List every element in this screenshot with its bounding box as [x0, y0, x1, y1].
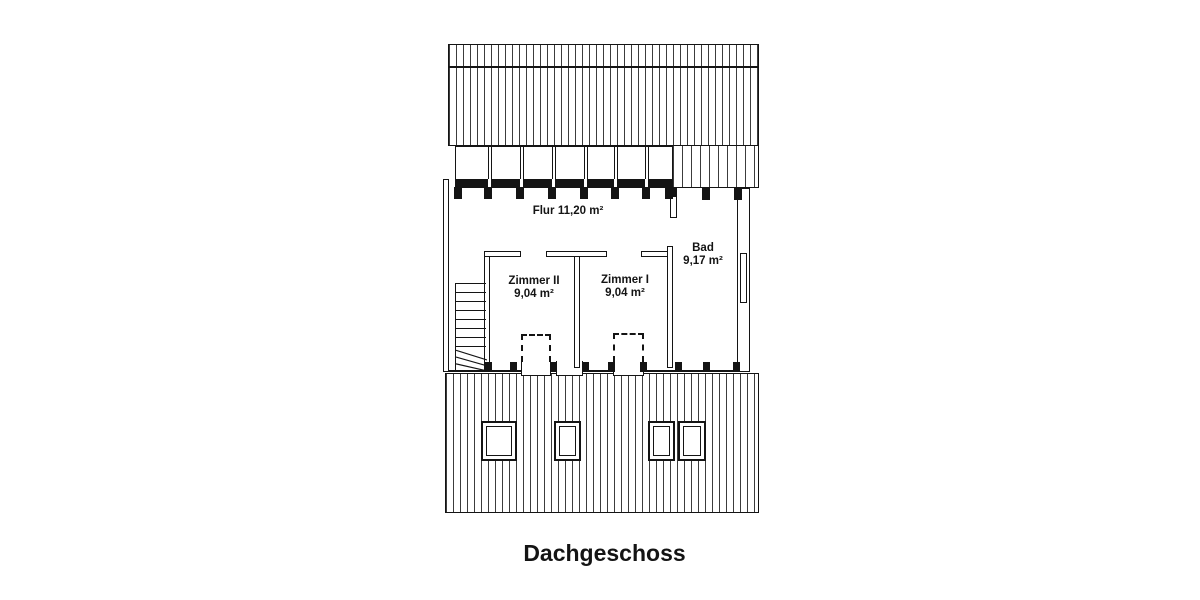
glazing-mullion: [645, 147, 649, 180]
room-area: 9,04 m²: [514, 288, 554, 300]
room-name: Flur: [532, 205, 555, 217]
wall-post: [608, 362, 615, 372]
skylight-frame: [683, 426, 701, 456]
wall-post: [703, 362, 710, 372]
roof-window-outline-dashed: [521, 334, 551, 362]
glazing-mullion: [520, 147, 524, 180]
wall-west: [443, 179, 449, 372]
room-area: 11,20 m²: [557, 205, 604, 217]
wall-post: [548, 187, 556, 199]
skylight-window: [554, 421, 581, 461]
room-label-bad: Bad 9,17 m²: [643, 242, 763, 268]
ridge-purlin-line: [448, 66, 759, 68]
roof-window-outline-dashed: [613, 333, 644, 362]
room-area: 9,17 m²: [683, 255, 723, 267]
wall-bar-joint: [552, 179, 555, 188]
wall-post: [516, 187, 524, 199]
glazing-mullion: [614, 147, 618, 180]
wall-bar-joint: [614, 179, 617, 188]
wall-post: [611, 187, 619, 199]
plan-title: Dachgeschoss: [523, 540, 686, 566]
wall-post: [510, 362, 517, 372]
skylight-window: [678, 421, 706, 461]
wall-post: [484, 187, 492, 199]
room-name: Bad: [692, 242, 714, 254]
skylight-frame: [559, 426, 576, 456]
wall-post: [582, 362, 589, 372]
skylight-window: [648, 421, 675, 461]
wall-zimmer1-bad: [667, 246, 673, 368]
wall-post: [640, 362, 647, 372]
wall-south: [588, 370, 614, 372]
glazing-band: [455, 146, 673, 180]
stairs-treads: [455, 283, 486, 347]
wall-bar-joint: [488, 179, 491, 188]
wall-post: [734, 188, 742, 200]
roof-hatch-top: [448, 44, 759, 146]
wall-north-bar: [455, 179, 673, 188]
bad-window: [740, 253, 747, 303]
glazing-mullion: [552, 147, 556, 180]
glazing-mullion: [584, 147, 588, 180]
wall-south: [643, 370, 750, 372]
wall-zimmer1-north-west: [546, 251, 607, 257]
room-label-zimmer2: Zimmer II 9,04 m²: [474, 275, 594, 301]
wall-post: [484, 362, 492, 372]
room-name: Zimmer II: [508, 275, 560, 287]
wall-post: [454, 187, 462, 199]
roof-hatch-top-right: [672, 146, 759, 188]
roof-hatch-bottom: [445, 373, 759, 513]
room-label-zimmer1: Zimmer I 9,04 m²: [565, 274, 685, 300]
wall-zimmer1-north-east: [641, 251, 668, 257]
wall-flur-bad-stub: [670, 196, 677, 218]
skylight-window: [481, 421, 517, 461]
skylight-frame: [486, 426, 512, 456]
wall-bar-joint: [645, 179, 648, 188]
wall-post: [733, 362, 740, 372]
stairs-winders: [455, 347, 487, 372]
wall-post: [669, 188, 677, 197]
room-name: Zimmer I: [601, 274, 649, 286]
wall-post: [642, 187, 650, 199]
wall-post: [580, 187, 588, 199]
wall-east: [737, 188, 750, 372]
dormer-recess: [521, 361, 551, 376]
wall-post: [675, 362, 682, 372]
skylight-frame: [653, 426, 670, 456]
wall-zimmer2-zimmer1: [574, 251, 580, 368]
glazing-mullion: [488, 147, 492, 180]
room-area: 9,04 m²: [605, 287, 645, 299]
wall-zimmer2-north: [484, 251, 521, 257]
wall-post: [550, 362, 557, 372]
wall-bar-joint: [520, 179, 523, 188]
wall-post: [702, 188, 710, 200]
wall-bar-joint: [584, 179, 587, 188]
